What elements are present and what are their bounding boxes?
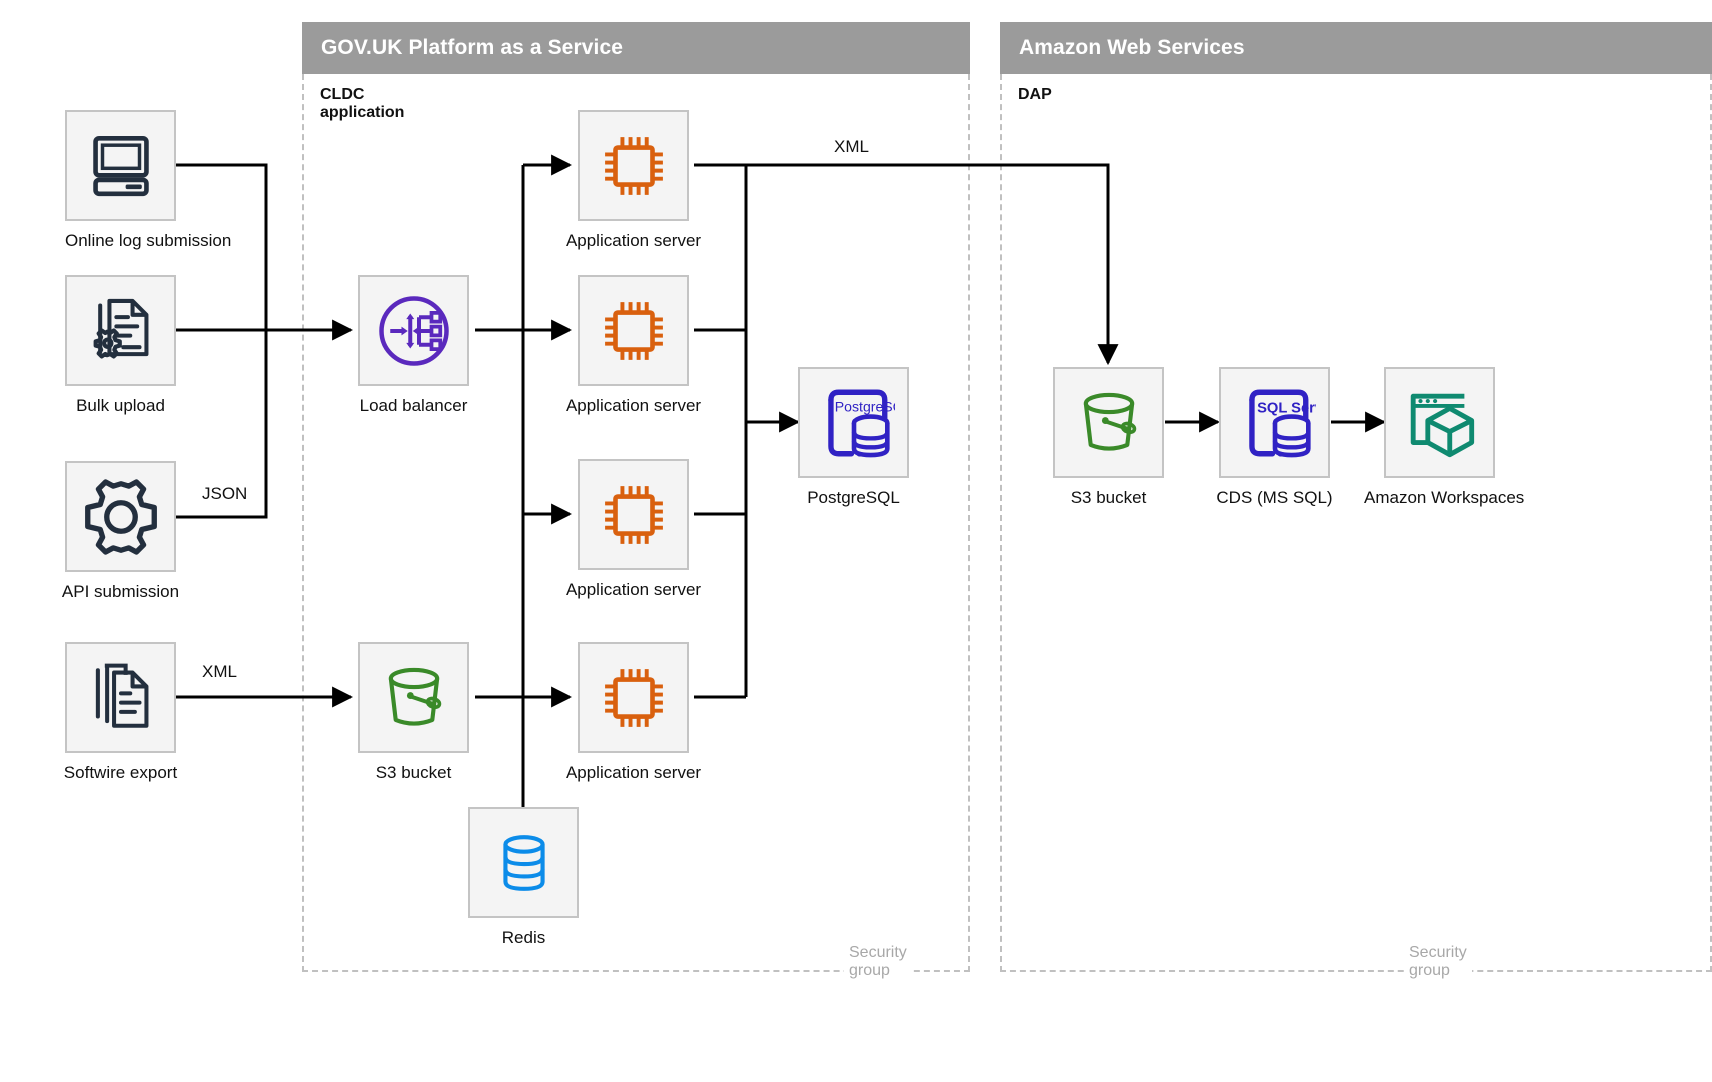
node-label-load-balancer: Load balancer (359, 396, 468, 415)
document-stack-icon (95, 663, 148, 728)
group-body-govuk-paas (302, 74, 970, 972)
node-label-app-server-2: Application server (565, 396, 702, 415)
node-label-bulk-upload: Bulk upload (76, 396, 165, 415)
node-box-postgresql[interactable]: PostgreSQL (798, 367, 909, 478)
postgresql-icon: PostgreSQL (827, 389, 895, 457)
node-box-api-submission[interactable] (65, 461, 176, 572)
node-box-app-server-3[interactable] (578, 459, 689, 570)
node-box-app-server-4[interactable] (578, 642, 689, 753)
node-label-postgresql: PostgreSQL (807, 488, 900, 507)
gear-icon (84, 478, 157, 555)
edge-label-xml-softwire: XML (196, 662, 243, 682)
node-label-app-server-1: Application server (565, 231, 702, 250)
node-label-app-server-3: Application server (565, 580, 702, 599)
document-gear-icon (93, 298, 148, 358)
sql-server-icon-text: SQL Server (1257, 400, 1316, 416)
cpu-chip-icon (604, 668, 663, 727)
node-label-amazon-workspaces: Amazon Workspaces (1364, 488, 1525, 507)
edge-label-json: JSON (196, 484, 254, 504)
cpu-chip-icon (604, 301, 663, 360)
group-body-aws (1000, 74, 1712, 972)
node-label-s3-bucket-aws: S3 bucket (1070, 488, 1147, 507)
node-box-app-server-2[interactable] (578, 275, 689, 386)
node-label-cds-ms-sql: CDS (MS SQL) (1216, 488, 1333, 507)
security-group-label-paas: Security group (844, 944, 912, 980)
group-header-aws: Amazon Web Services (1000, 22, 1712, 74)
node-label-redis: Redis (501, 928, 546, 947)
group-header-govuk-paas: GOV.UK Platform as a Service (302, 22, 970, 74)
desktop-computer-icon (92, 135, 149, 196)
node-box-softwire-export[interactable] (65, 642, 176, 753)
node-box-redis[interactable] (468, 807, 579, 918)
cpu-chip-icon (604, 136, 663, 195)
node-label-app-server-4: Application server (565, 763, 702, 782)
node-label-api-submission: API submission (61, 582, 180, 601)
node-label-softwire-export: Softwire export (63, 763, 178, 782)
node-box-online-log-submission[interactable] (65, 110, 176, 221)
security-group-label-aws: Security group (1404, 944, 1472, 980)
node-box-bulk-upload[interactable] (65, 275, 176, 386)
node-label-s3-bucket-paas: S3 bucket (375, 763, 452, 782)
group-sublabel-cldc-application: CLDC application (320, 86, 405, 121)
amazon-workspaces-icon (1410, 393, 1474, 457)
redis-database-icon (502, 834, 545, 891)
node-box-cds-ms-sql[interactable]: SQL Server (1219, 367, 1330, 478)
node-box-load-balancer[interactable] (358, 275, 469, 386)
s3-bucket-icon (388, 667, 441, 726)
group-sublabel-dap: DAP (1018, 86, 1052, 103)
cpu-chip-icon (604, 485, 663, 544)
load-balancer-icon (378, 295, 449, 366)
node-box-s3-bucket-aws[interactable] (1053, 367, 1164, 478)
s3-bucket-icon (1083, 392, 1136, 451)
node-box-app-server-1[interactable] (578, 110, 689, 221)
node-box-amazon-workspaces[interactable] (1384, 367, 1495, 478)
postgresql-icon-text: PostgreSQL (834, 398, 894, 414)
node-box-s3-bucket-paas[interactable] (358, 642, 469, 753)
sql-server-icon: SQL Server (1248, 389, 1316, 457)
node-label-online-log-submission: Online log submission (65, 231, 232, 250)
edge-label-xml-to-aws: XML (828, 137, 875, 157)
